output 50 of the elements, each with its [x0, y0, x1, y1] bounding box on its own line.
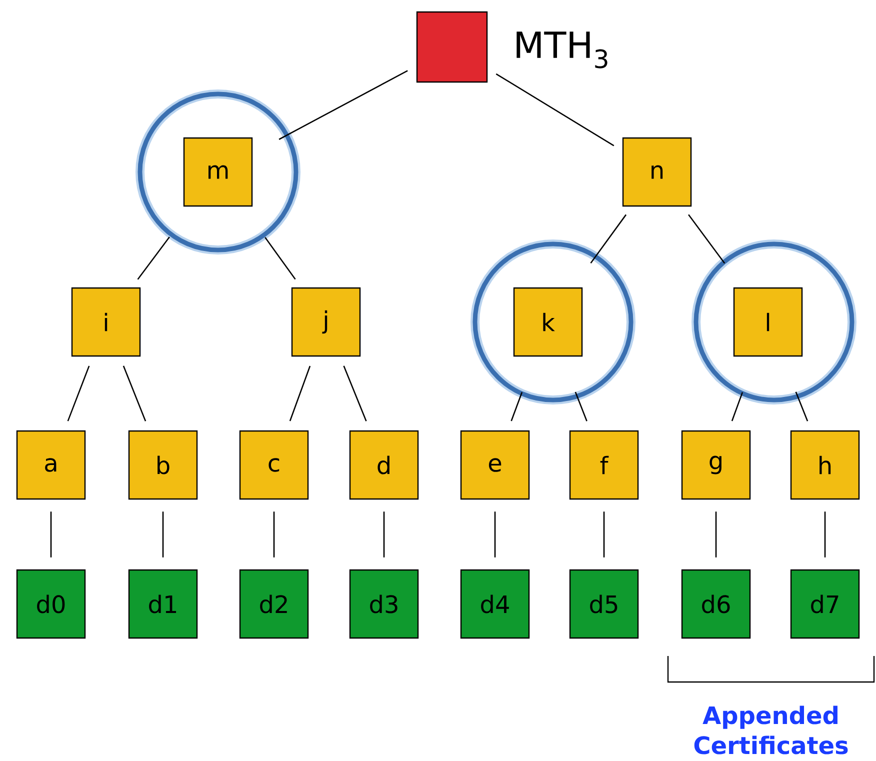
connector-line [795, 392, 808, 422]
connector-line [715, 512, 717, 558]
caption-text: Appended Certificates [694, 706, 848, 754]
data-box: d7 [790, 569, 860, 639]
hash-box: g [681, 430, 751, 500]
data-box: d5 [569, 569, 639, 639]
connector-line [122, 366, 146, 422]
data-box: d3 [349, 569, 419, 639]
hash-box: h [790, 430, 860, 500]
highlight-ring [136, 90, 300, 254]
hash-box: e [460, 430, 530, 500]
data-box: d1 [128, 569, 198, 639]
connector-line [590, 214, 627, 264]
highlight-ring [470, 240, 636, 404]
connector-line [688, 214, 726, 264]
connector-line [494, 512, 496, 558]
hash-box: b [128, 430, 198, 500]
connector-line [824, 512, 826, 558]
connector-line [273, 512, 275, 558]
data-box: d6 [681, 569, 751, 639]
hash-box: i [71, 287, 141, 357]
connector-line [574, 392, 588, 422]
connector-line [137, 236, 170, 280]
connector-line [289, 366, 311, 422]
connector-line [731, 392, 744, 422]
hash-box: j [291, 287, 361, 357]
hash-box: d [349, 430, 419, 500]
hash-box: a [16, 430, 86, 500]
node-label: MTH$_{3}$ [516, 32, 608, 68]
connector-line [264, 237, 296, 280]
hash-box: l [733, 287, 803, 357]
connector-line [603, 512, 605, 558]
hash-box: k [513, 287, 583, 357]
hash-box: n [622, 137, 692, 207]
connector-line [50, 512, 52, 558]
connector-line [162, 512, 164, 558]
connector-line [510, 392, 523, 422]
connector-line [496, 73, 614, 146]
connector-line [343, 366, 367, 422]
data-box: d0 [16, 569, 86, 639]
data-box: d2 [239, 569, 309, 639]
hash-box: f [569, 430, 639, 500]
root-box: MTH$_{3}$ [416, 11, 608, 83]
connector-line [383, 512, 385, 558]
connector-line [67, 366, 90, 422]
data-box: d4 [460, 569, 530, 639]
hash-box: c [239, 430, 309, 500]
connector-line [278, 70, 408, 140]
hash-box: m [183, 137, 253, 207]
highlight-ring [692, 240, 856, 404]
